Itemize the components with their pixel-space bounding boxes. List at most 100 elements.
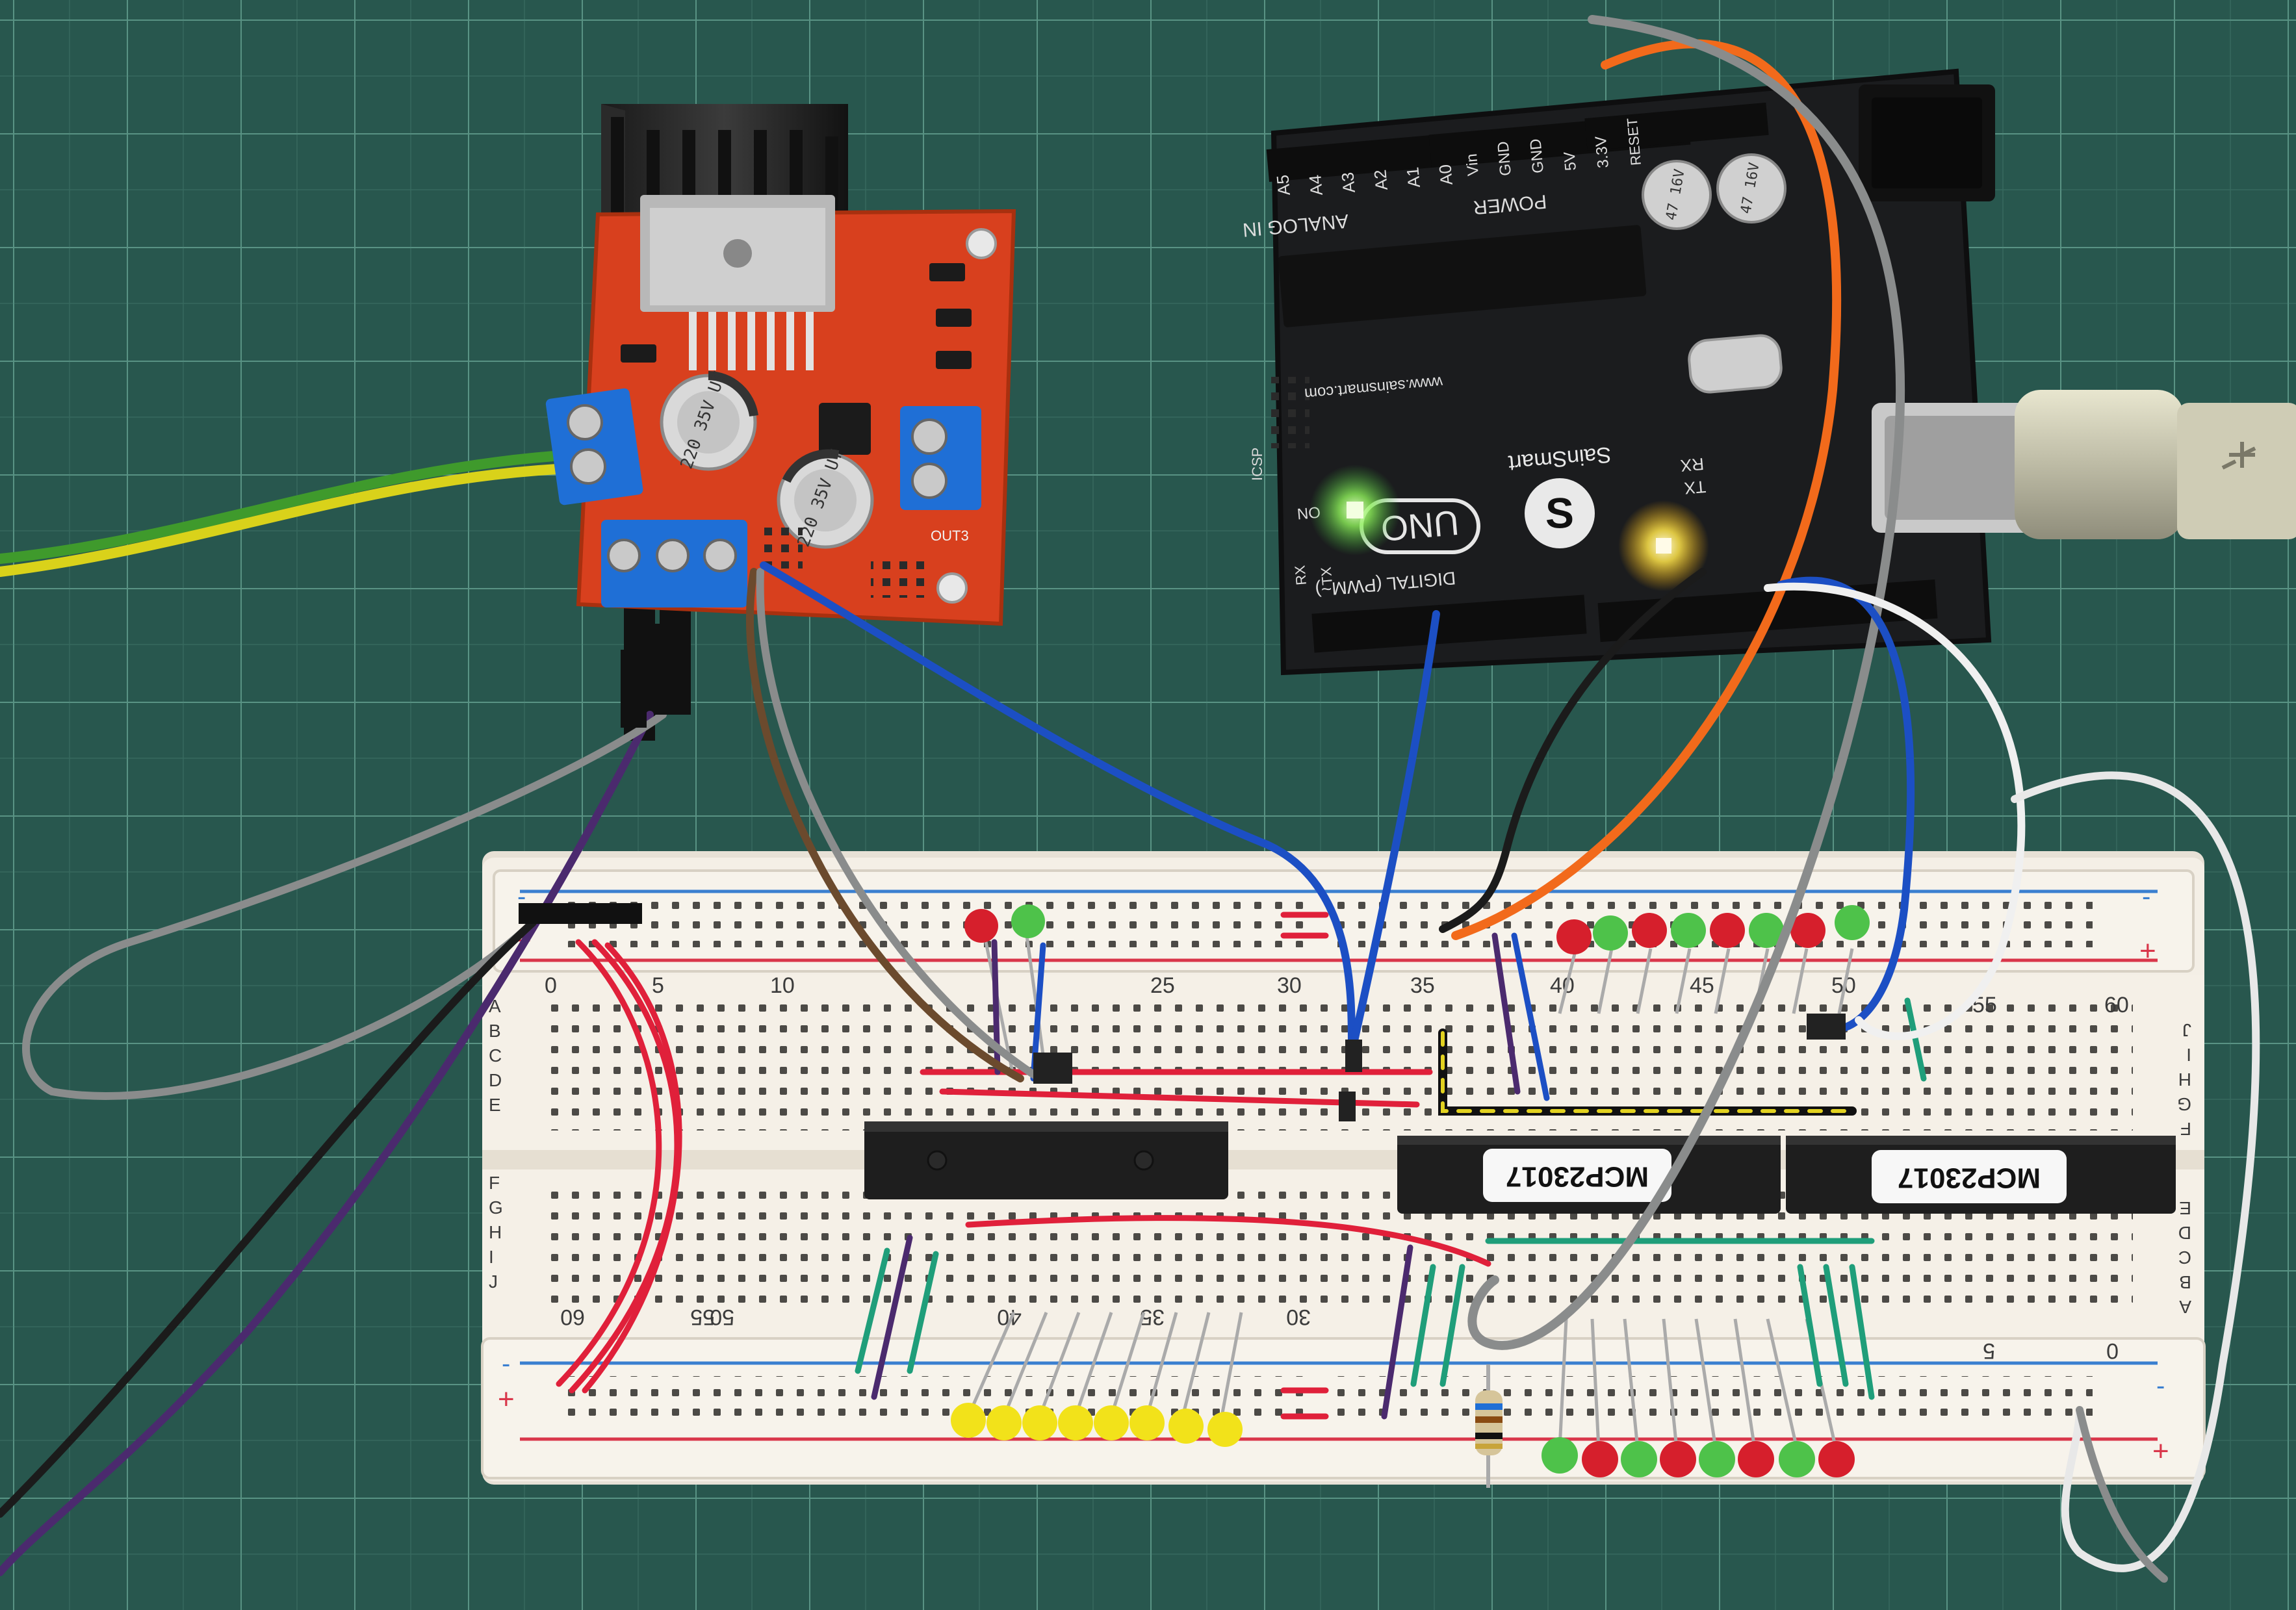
power-pin-5v: 5V [1561,151,1580,172]
chip-3-mcp23017: MCP23017 [1786,1136,2176,1214]
capacitor-1: 220 35V UT [660,369,758,472]
led-yellow [1129,1405,1165,1440]
led-green [1671,913,1706,948]
svg-text:J: J [489,1271,498,1292]
tx-led-label: TX [1683,477,1707,498]
led-yellow [1168,1409,1204,1444]
svg-text:5: 5 [652,973,664,998]
svg-text:H: H [489,1222,502,1242]
column-numbers-bottom: 60 55 50 40 35 30 5 0 [560,1305,2119,1363]
chip-2-mcp23017: MCP23017 [1397,1136,1781,1214]
led-green [1749,913,1784,948]
svg-text:E: E [489,1095,501,1115]
svg-text:A: A [2179,1297,2191,1317]
svg-text:25: 25 [1150,973,1175,998]
leds-bottom-right [1541,1318,1855,1477]
svg-text:0: 0 [2106,1338,2119,1363]
rx-pin-label: RX [1291,565,1309,586]
analog-pin-a2: A2 [1370,169,1391,191]
out3-label: OUT3 [931,528,969,544]
led-red [1582,1441,1618,1477]
svg-text:0: 0 [545,973,557,998]
analog-pin-a0: A0 [1435,164,1456,186]
rail-minus-bottom-left: - [502,1349,510,1378]
chip-3-label: MCP23017 [1898,1162,2041,1194]
svg-text:10: 10 [770,973,795,998]
led-red [1818,1441,1855,1477]
power-pin-gnd2: GND [1527,138,1547,173]
yellow-green-wires [0,450,590,577]
svg-text:F: F [489,1173,500,1193]
svg-text:30: 30 [1277,973,1302,998]
svg-text:E: E [2179,1198,2191,1218]
analog-pin-a5: A5 [1272,174,1294,196]
svg-text:50: 50 [710,1305,734,1329]
analog-pin-a1: A1 [1402,166,1424,188]
row-letters-right: J I H G F E D C B A [2177,1020,2191,1317]
svg-text:D: D [489,1070,502,1090]
power-pin-vin: Vin [1463,153,1482,176]
leds-bottom-yellow [951,1311,1243,1447]
svg-text:55: 55 [690,1305,715,1329]
chip-1 [864,1121,1228,1199]
breadboard: - + - + - + - + 0 5 10 25 30 35 40 45 50… [481,851,2206,1485]
svg-text:60: 60 [560,1305,585,1329]
led-green [1541,1437,1578,1474]
tx-pin-label: TX [1318,566,1335,586]
led-red [1710,913,1745,948]
usb-b-cable [1872,390,2296,539]
analog-pin-a4: A4 [1305,174,1326,196]
column-numbers-top: 0 5 10 25 30 35 40 45 50 55 60 [545,973,2129,1017]
svg-text:C: C [2178,1247,2191,1268]
arduino-uno-board: 47 16V 47 16V ICSP ANALOG IN POWER A5 A4… [1242,68,2296,676]
terminal-block-right [900,406,981,510]
resistor [1475,1364,1503,1488]
svg-text:C: C [489,1045,502,1066]
arduino-tx-led [1618,500,1709,591]
led-green [1835,905,1870,940]
power-pin-gnd1: GND [1494,140,1515,176]
svg-text:30: 30 [1286,1305,1311,1329]
led-yellow [1058,1405,1093,1440]
rail-minus-bottom-right: - [2156,1372,2165,1400]
led-green [1699,1441,1735,1477]
led-red [964,909,998,943]
svg-text:35: 35 [1410,973,1435,998]
arduino-cap-a: 47 16V [1642,160,1712,230]
arduino-cap-b: 47 16V [1716,153,1786,224]
terminal-block-left [545,388,643,505]
led-red [1632,913,1667,948]
l298n-motor-driver: 220 35V UT 220 35V UT [545,104,1016,741]
svg-text:H: H [2178,1069,2191,1090]
chip-2-label: MCP23017 [1506,1160,1649,1192]
svg-text:B: B [2179,1272,2191,1292]
svg-text:35: 35 [1140,1305,1165,1329]
led-red [1556,919,1592,954]
led-yellow [1207,1412,1243,1447]
rail-plus-top-right: + [2139,935,2156,967]
svg-text:F: F [2180,1119,2191,1139]
svg-text:J: J [2182,1020,2191,1040]
leds-top-right [1556,905,1870,1014]
led-red [1738,1441,1774,1477]
rail-plus-bottom-left: + [498,1383,515,1415]
jumper-wires [0,15,2260,1583]
led-yellow [1094,1405,1129,1440]
led-green [1593,915,1628,951]
led-yellow [1022,1405,1057,1440]
svg-text:G: G [2177,1094,2191,1114]
svg-text:S: S [1545,489,1574,537]
svg-text:I: I [2186,1045,2191,1065]
svg-text:G: G [489,1197,503,1218]
rail-minus-top-right: - [2142,882,2150,911]
svg-text:5: 5 [1983,1338,1995,1363]
arduino-on-led [1309,465,1400,556]
svg-text:40: 40 [1550,973,1575,998]
svg-text:I: I [489,1247,494,1267]
led-green [1779,1441,1815,1477]
svg-text:D: D [2178,1223,2191,1243]
power-pin-3v3: 3.3V [1592,135,1612,169]
chips: MCP23017 MCP23017 [864,1121,2176,1214]
led-green [1011,904,1045,938]
